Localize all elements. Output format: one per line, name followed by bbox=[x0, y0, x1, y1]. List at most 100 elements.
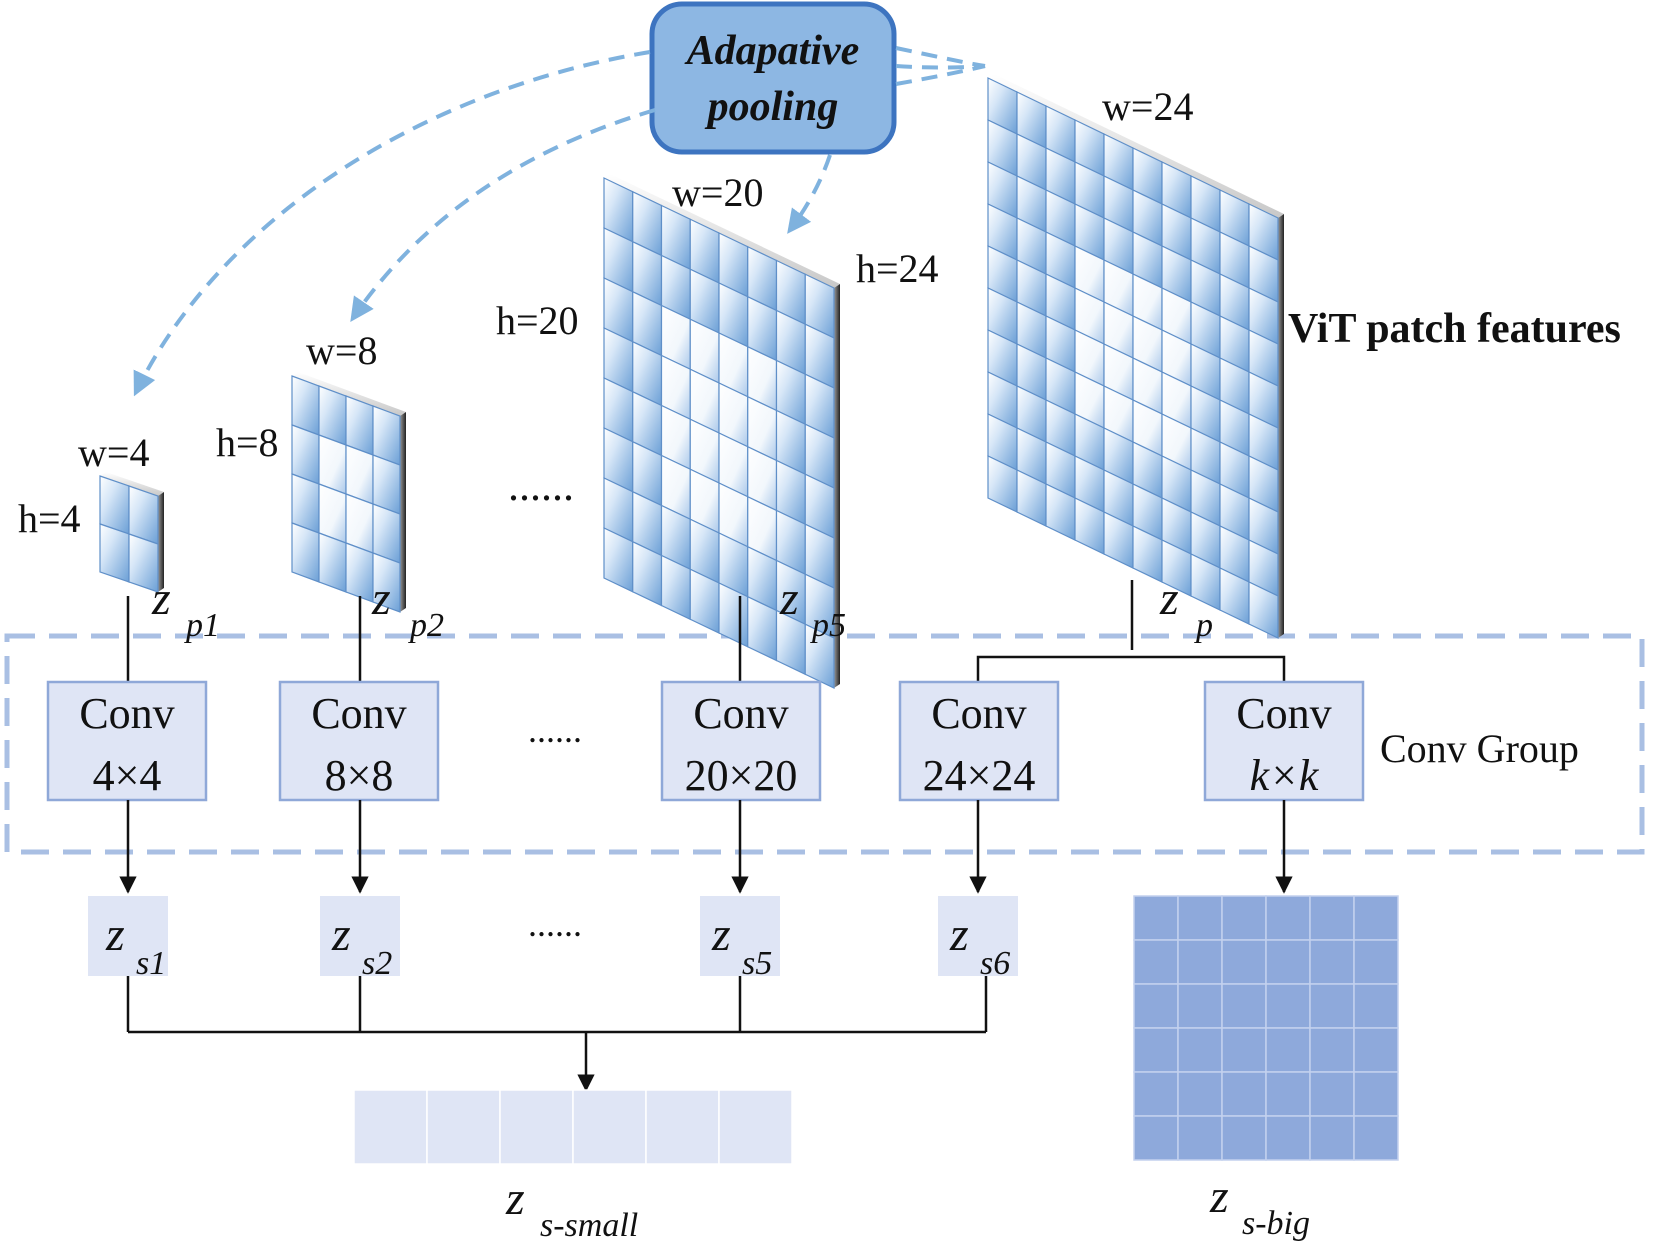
svg-text:s2: s2 bbox=[362, 945, 392, 982]
zs-big-grid bbox=[1133, 895, 1399, 1161]
pool-arrow-to-vit-2 bbox=[895, 64, 986, 70]
big-grid-cell bbox=[1353, 939, 1399, 985]
svg-text:s5: s5 bbox=[742, 945, 772, 982]
output-zs2: z s2 bbox=[320, 896, 400, 982]
big-grid-cell bbox=[1177, 1027, 1223, 1073]
svg-text:Conv: Conv bbox=[693, 689, 788, 738]
svg-text:4×4: 4×4 bbox=[93, 751, 162, 800]
svg-text:s-small: s-small bbox=[540, 1207, 638, 1244]
big-grid-cell bbox=[1177, 1115, 1223, 1161]
svg-text:z: z bbox=[105, 908, 125, 961]
map-right-edge bbox=[834, 284, 840, 688]
vit-patch-features-label: ViT patch features bbox=[1288, 306, 1621, 352]
ellipsis-convs: ...... bbox=[528, 710, 582, 750]
zs-small-vector bbox=[353, 1089, 793, 1165]
map-cell bbox=[128, 533, 159, 593]
small-vector-cell bbox=[499, 1089, 574, 1165]
small-vector-cell bbox=[572, 1089, 647, 1165]
small-vector-cell bbox=[353, 1089, 428, 1165]
map-top-edge bbox=[604, 174, 840, 288]
adaptive-pooling-box: Adapative pooling bbox=[649, 1, 897, 155]
conv-box-20x20: Conv 20×20 bbox=[660, 680, 822, 802]
feature-maps bbox=[99, 74, 1284, 689]
pool-arrow-to-vit bbox=[895, 46, 986, 68]
svg-text:z: z bbox=[151, 572, 171, 625]
svg-text:z: z bbox=[331, 908, 351, 961]
big-grid-cell bbox=[1265, 939, 1311, 985]
input-connectors bbox=[126, 580, 1286, 682]
map-top-edge bbox=[292, 372, 406, 416]
big-grid-cell bbox=[1133, 1071, 1179, 1117]
map-right-edge bbox=[1278, 214, 1284, 638]
svg-text:k×k: k×k bbox=[1250, 751, 1320, 800]
zs-big-label: z s-big bbox=[1209, 1170, 1310, 1242]
big-grid-cell bbox=[1221, 895, 1267, 941]
conv-box-8x8: Conv 8×8 bbox=[278, 680, 440, 802]
zp-label: z p bbox=[1159, 572, 1213, 644]
feature-map-p2 bbox=[291, 372, 406, 613]
fm-p-h-label: h=24 bbox=[856, 246, 939, 291]
big-grid-cell bbox=[1133, 895, 1179, 941]
svg-text:z: z bbox=[1159, 572, 1179, 625]
big-grid-cell bbox=[1309, 1027, 1355, 1073]
svg-text:s6: s6 bbox=[980, 945, 1010, 982]
svg-text:s-big: s-big bbox=[1242, 1205, 1310, 1242]
output-zs1: z s1 bbox=[88, 896, 168, 982]
big-grid-cell bbox=[1133, 1027, 1179, 1073]
svg-text:p5: p5 bbox=[810, 607, 846, 644]
svg-text:z: z bbox=[949, 908, 969, 961]
svg-text:z: z bbox=[779, 572, 799, 625]
pooling-line1: Adapative bbox=[684, 28, 860, 74]
big-grid-cell bbox=[1353, 1071, 1399, 1117]
svg-text:Conv: Conv bbox=[311, 689, 406, 738]
output-zs5: z s5 bbox=[700, 896, 780, 982]
fm-p5-h-label: h=20 bbox=[496, 298, 579, 343]
fm-p5-w-label: w=20 bbox=[672, 170, 763, 215]
big-grid-cell bbox=[1353, 1115, 1399, 1161]
big-grid-cell bbox=[1221, 1115, 1267, 1161]
small-vector-cell bbox=[718, 1089, 793, 1165]
pool-arrow-to-p1 bbox=[133, 50, 651, 397]
big-grid-cell bbox=[1353, 1027, 1399, 1073]
svg-text:z: z bbox=[371, 572, 391, 625]
zp1-label: z p1 bbox=[151, 572, 220, 644]
big-grid-cell bbox=[1309, 983, 1355, 1029]
map-cell bbox=[291, 522, 320, 583]
svg-text:p: p bbox=[1194, 607, 1213, 644]
fm-p1-h-label: h=4 bbox=[18, 496, 81, 541]
feature-map-p1 bbox=[99, 472, 164, 593]
big-grid-cell bbox=[1309, 895, 1355, 941]
map-right-edge bbox=[400, 412, 406, 612]
big-grid-cell bbox=[1309, 1071, 1355, 1117]
big-grid-cell bbox=[1265, 895, 1311, 941]
big-grid-cell bbox=[1265, 1115, 1311, 1161]
pool-arrow-to-p5 bbox=[787, 154, 832, 234]
fm-p2-h-label: h=8 bbox=[216, 420, 279, 465]
fm-p-w-label: w=24 bbox=[1102, 84, 1193, 129]
big-grid-cell bbox=[1133, 939, 1179, 985]
map-cell bbox=[1248, 581, 1279, 639]
big-grid-cell bbox=[1309, 1115, 1355, 1161]
svg-text:s1: s1 bbox=[136, 945, 166, 982]
small-vector-cell bbox=[426, 1089, 501, 1165]
ellipsis-maps: ...... bbox=[508, 461, 574, 510]
pooling-arrows bbox=[133, 46, 986, 397]
map-cell bbox=[804, 623, 835, 689]
zp2-label: z p2 bbox=[371, 572, 444, 644]
output-zs6: z s6 bbox=[938, 896, 1018, 982]
ellipsis-outputs: ...... bbox=[528, 904, 582, 944]
svg-text:Conv: Conv bbox=[1236, 689, 1331, 738]
feature-map-p5 bbox=[603, 174, 840, 689]
svg-text:z: z bbox=[1209, 1170, 1229, 1223]
map-top-edge bbox=[100, 472, 164, 496]
conv-output-arrows bbox=[119, 800, 1293, 894]
feature-map-p bbox=[987, 74, 1284, 639]
zs-small-label: z s-small bbox=[505, 1172, 638, 1244]
map-cell bbox=[318, 532, 347, 593]
svg-text:p2: p2 bbox=[408, 607, 444, 644]
small-vector-cell bbox=[645, 1089, 720, 1165]
big-grid-cell bbox=[1309, 939, 1355, 985]
big-grid-cell bbox=[1265, 983, 1311, 1029]
svg-text:8×8: 8×8 bbox=[325, 751, 394, 800]
